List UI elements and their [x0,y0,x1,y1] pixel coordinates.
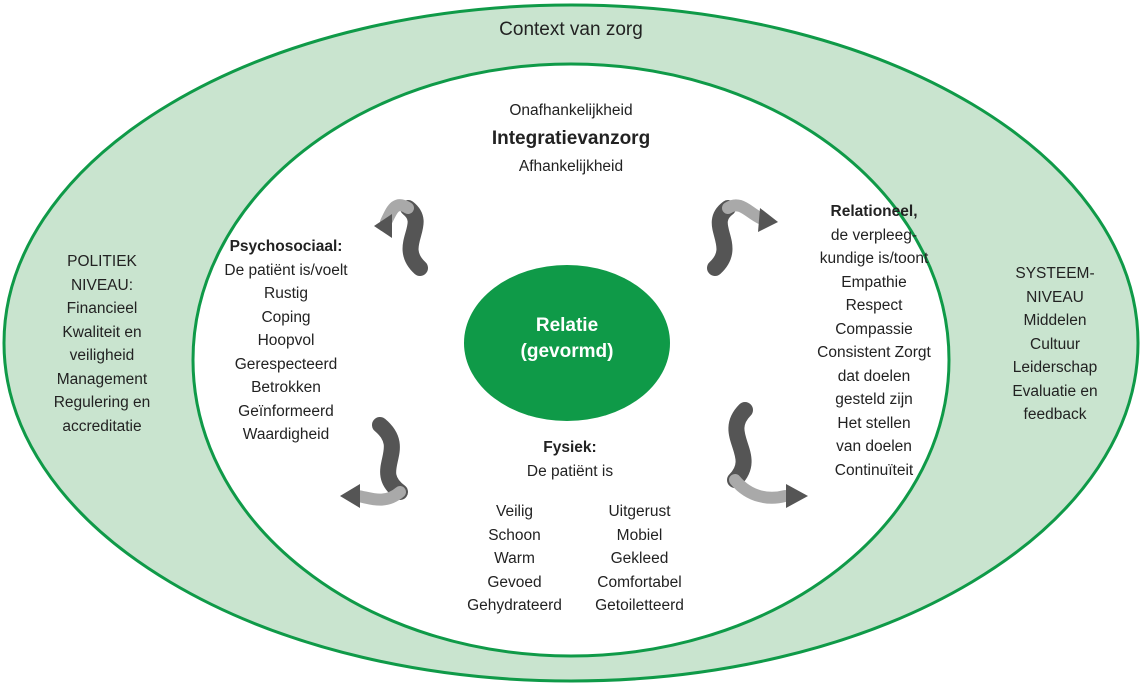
fysiek-col1-item: Gehydrateerd [467,597,562,614]
center-ellipse [464,265,670,421]
systeem-niveau-item: NIVEAU [1026,288,1084,306]
curved-arrow-top-left-icon [374,199,428,276]
relatie-label: Relatie (gevormd) [465,313,669,365]
context-title: Context van zorg [499,19,643,40]
fysiek-col2-item: Getoiletteerd [595,597,684,614]
politiek-niveau-item: Management [56,370,148,388]
politiek-niveau-item: POLITIEK [67,253,137,270]
psychosociaal-item: Betrokken [251,379,321,396]
fysiek-col2-item: Mobiel [616,526,663,544]
relationeel-item: Consistent Zorgt [817,344,931,361]
relatie-line1: Relatie [535,315,599,336]
fysiek-col1-item: Warm [494,550,535,567]
relationeel-item: dat doelen [837,367,911,385]
afhankelijkheid-label: Afhankelijkheid [518,158,624,175]
psychosociaal-item: Geïnformeerd [238,402,334,420]
relationeel-heading: Relationeel, [830,203,918,220]
relationeel-item: Respect [845,297,903,314]
politiek-niveau-item: Kwaliteit en [62,323,142,341]
politiek-niveau-item: Financieel [66,300,138,317]
fysiek-heading: Fysiek: [543,439,597,456]
systeem-niveau-item: SYSTEEM- [1015,265,1095,282]
relationeel-item: Continuïteit [834,461,914,479]
fysiek-col1-item: Schoon [488,526,541,544]
fysiek-col1-item: Gevoed [487,573,542,591]
psychosociaal-item: Waardigheid [242,426,330,443]
fysiek-col2-item: Uitgerust [608,503,671,520]
relationeel-item: Empathie [841,273,907,291]
curved-arrow-bottom-left-icon [340,417,408,508]
systeem-niveau-item: Evaluatie en [1012,382,1098,400]
fysiek-heading-block: Fysiek: De patiënt is [480,436,660,483]
psychosociaal-item: Rustig [264,285,308,302]
fysiek-col2-item: Gekleed [610,550,669,567]
relationeel-item: kundige is/toont [819,250,929,267]
relatie-line2: (gevormd) [520,341,614,362]
fysiek-col1-item: Veilig [495,503,534,520]
relationeel-item: gesteld zijn [835,391,913,408]
politiek-niveau-item: Regulering en [53,394,151,411]
systeem-niveau-item: feedback [1023,406,1087,423]
fysiek-col2-item: Comfortabel [597,573,682,591]
curved-arrow-top-right-icon [707,199,778,276]
psychosociaal-heading: Psychosociaal: [229,238,343,255]
systeem-niveau-item: Cultuur [1030,335,1080,353]
politiek-niveau-item: veiligheid [69,347,135,364]
integratie-block: Onafhankelijkheid Integratievanzorg Afha… [421,97,721,181]
psychosociaal-item: Hoopvol [257,332,315,349]
psychosociaal-item: Coping [261,308,311,326]
relationeel-item: Compassie [835,320,913,338]
integratievanzorg-title: Integratievanzorg [491,128,651,149]
onafhankelijkheid-label: Onafhankelijkheid [509,102,633,119]
relationeel-item: Het stellen [837,414,911,432]
relationeel-block: Relationeel, de verpleeg-kundige is/toont… [786,200,962,482]
relationeel-item: de verpleeg- [830,226,918,244]
systeem-niveau-item: Middelen [1023,312,1087,329]
psychosociaal-item: Gerespecteerd [234,355,338,373]
systeem-niveau-item: Leiderschap [1012,359,1098,376]
curved-arrow-bottom-right-icon [727,402,808,508]
politiek-niveau-item: accreditatie [62,417,142,435]
politiek-niveau-item: NIVEAU: [70,276,133,294]
fysiek-subheading: De patiënt is [526,462,614,480]
psychosociaal-item: De patiënt is/voelt [224,261,348,279]
relationeel-item: van doelen [836,438,912,455]
